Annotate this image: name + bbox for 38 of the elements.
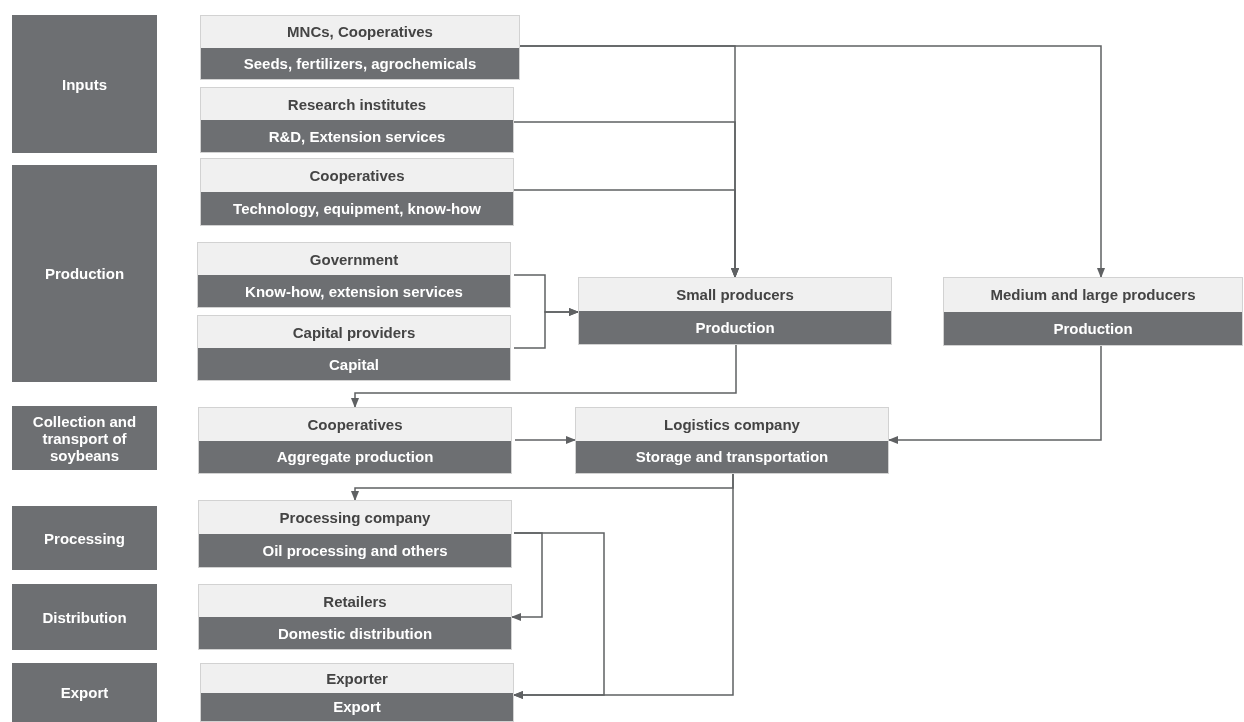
actor-label: Research institutes: [201, 88, 513, 120]
actor-card: [200, 15, 520, 80]
actor-label: Medium and large producers: [944, 278, 1242, 312]
actor-card: [198, 584, 512, 650]
actor-card: [198, 500, 512, 568]
actor-label: MNCs, Cooperatives: [201, 16, 519, 48]
stage-band: Export: [12, 663, 157, 722]
actor-label: Cooperatives: [201, 159, 513, 192]
actor-card: [200, 663, 514, 722]
actor-label: Capital providers: [198, 316, 510, 348]
stage-band: Inputs: [12, 15, 157, 153]
actor-label: Exporter: [201, 664, 513, 693]
arrow: [513, 189, 740, 279]
actor-card: [575, 407, 889, 474]
actor-card: [943, 277, 1243, 346]
arrow: [512, 532, 605, 700]
arrow: [519, 45, 1106, 279]
actor-card: [200, 158, 514, 226]
actor-label: Cooperatives: [199, 408, 511, 441]
arrow: [510, 532, 543, 622]
arrow: [887, 345, 1102, 445]
actor-label: Retailers: [199, 585, 511, 617]
stage-band: Collection and transport of soybeans: [12, 406, 157, 470]
actor-label: Government: [198, 243, 510, 275]
actor-label: Processing company: [199, 501, 511, 534]
actor-card: [197, 242, 511, 308]
actor-card: [578, 277, 892, 345]
actor-card: [200, 87, 514, 153]
actor-label: Logistics company: [576, 408, 888, 441]
arrow: [514, 435, 577, 445]
actor-card: [198, 407, 512, 474]
arrow: [513, 307, 580, 349]
stage-band: Production: [12, 165, 157, 382]
arrow: [350, 344, 737, 409]
actor-card: [197, 315, 511, 381]
stage-band: Distribution: [12, 584, 157, 650]
actor-label: Small producers: [579, 278, 891, 311]
stage-band: Processing: [12, 506, 157, 570]
